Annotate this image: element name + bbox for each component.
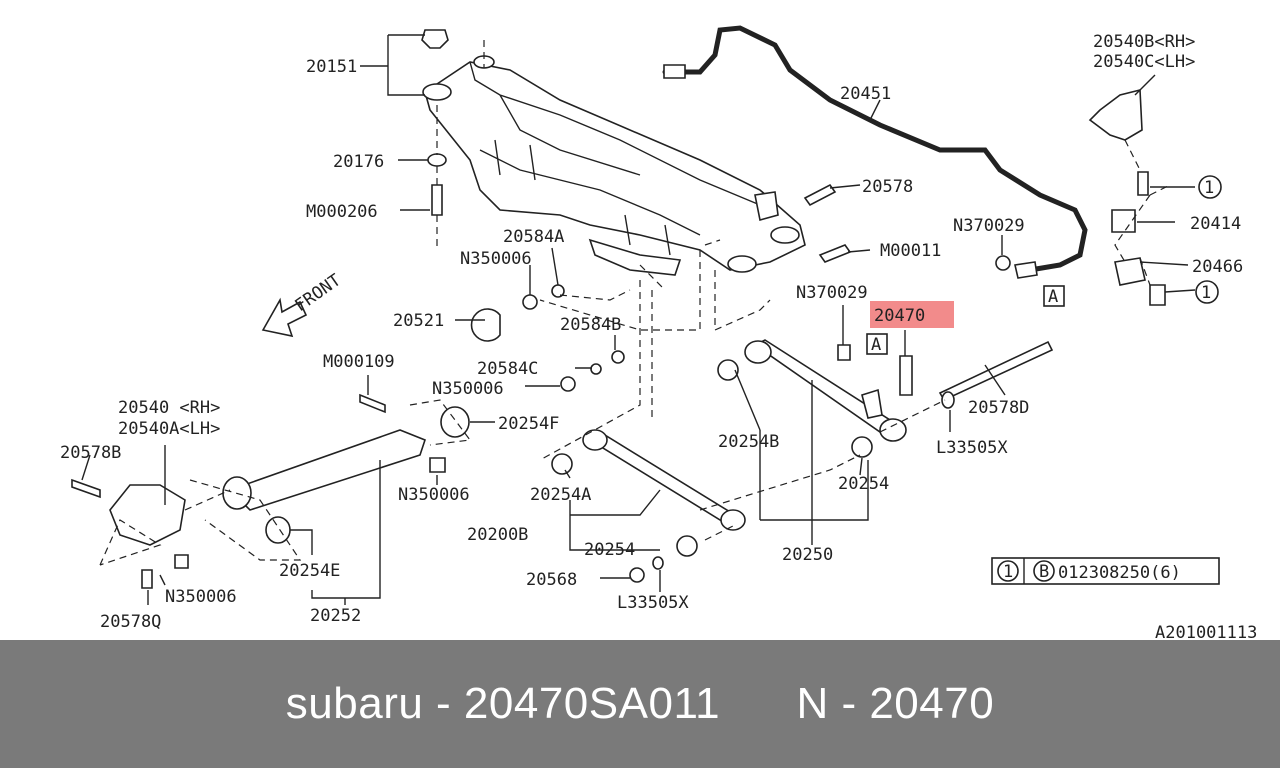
legend-circle-1: 1 [1003, 562, 1013, 582]
label-20466: 20466 [1192, 257, 1243, 277]
circle-ref-1-bottom: 1 [1201, 283, 1211, 303]
parts-diagram: FRONT A A 1 1 20151 20176 M000206 20451 … [60, 25, 1257, 640]
leader-lines [81, 34, 1196, 605]
label-20254E: 20254E [279, 561, 340, 581]
label-20584B: 20584B [560, 315, 621, 335]
label-20250: 20250 [782, 545, 833, 565]
bracket-20540B-drawing [1088, 88, 1171, 306]
label-20568: 20568 [526, 570, 577, 590]
label-20254F: 20254F [498, 414, 559, 434]
legend-code: 012308250(6) [1058, 563, 1181, 583]
ref-box-a-right: A [1048, 287, 1058, 307]
label-N370029-center: N370029 [796, 283, 868, 303]
label-M000109: M000109 [323, 352, 395, 372]
label-L33505X-bottom: L33505X [617, 593, 689, 613]
footer-bar: subaru - 20470SA011 N - 20470 [0, 640, 1280, 768]
label-M000206: M000206 [306, 202, 378, 222]
label-N350006-left: N350006 [398, 485, 470, 505]
label-20470: 20470 [874, 306, 925, 326]
label-20254B: 20254B [718, 432, 779, 452]
label-20578Q: 20578Q [100, 612, 161, 632]
small-parts-drawing [427, 40, 1011, 583]
label-20578B: 20578B [60, 443, 121, 463]
label-20540B: 20540B<RH> [1093, 32, 1195, 52]
label-20540A-LH: 20540A<LH> [118, 419, 220, 439]
label-20254A: 20254A [530, 485, 591, 505]
diagram-reference: A201001113 [1155, 623, 1257, 640]
front-arrow: FRONT [261, 270, 345, 338]
lateral-links-drawing [551, 339, 1054, 557]
label-20451: 20451 [840, 84, 891, 104]
ref-box-a-center: A [871, 335, 881, 355]
label-20540C: 20540C<LH> [1093, 52, 1195, 72]
label-N350006-mid: N350006 [432, 379, 504, 399]
label-L33505X-right: L33505X [936, 438, 1008, 458]
highlight-20470 [870, 301, 954, 328]
circle-ref-1-top: 1 [1204, 178, 1214, 198]
front-label: FRONT [291, 270, 344, 316]
label-N350006-bottom: N350006 [165, 587, 237, 607]
label-20584A: 20584A [503, 227, 564, 247]
label-20521: 20521 [393, 311, 444, 331]
label-20254-right: 20254 [838, 474, 889, 494]
footer-part-number: subaru - 20470SA011 N - 20470 [285, 679, 995, 728]
label-N370029-right: N370029 [953, 216, 1025, 236]
label-20578D: 20578D [968, 398, 1029, 418]
label-20414: 20414 [1190, 214, 1241, 234]
trailing-arm-drawing [71, 393, 472, 589]
label-20252: 20252 [310, 606, 361, 626]
label-20584C: 20584C [477, 359, 538, 379]
crossmember-drawing [421, 29, 806, 276]
legend-box: 1 B 012308250(6) [991, 557, 1220, 585]
label-20151: 20151 [306, 57, 357, 77]
label-20254-bottom: 20254 [584, 540, 635, 560]
label-20176: 20176 [333, 152, 384, 172]
label-N350006-top: N350006 [460, 249, 532, 269]
label-20200B: 20200B [467, 525, 528, 545]
label-20578-top: 20578 [862, 177, 913, 197]
label-M00011: M00011 [880, 241, 941, 261]
label-20540-RH: 20540 <RH> [118, 398, 220, 418]
legend-circle-b: B [1039, 562, 1049, 582]
stabilizer-bar-drawing [662, 25, 1088, 279]
